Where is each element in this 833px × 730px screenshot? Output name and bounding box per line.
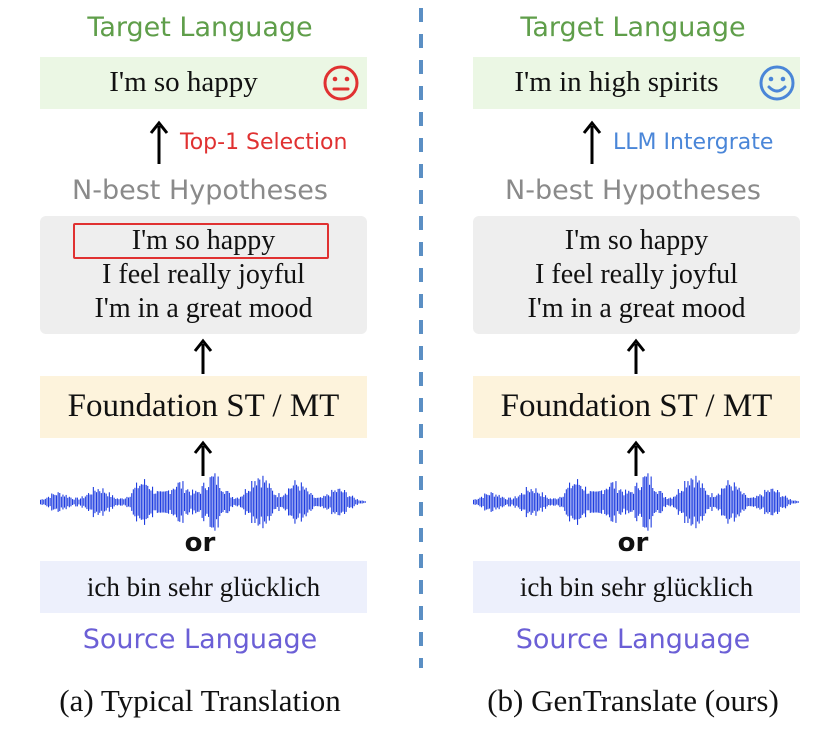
source-text-box bbox=[473, 561, 800, 613]
up-arrow-icon bbox=[193, 440, 213, 476]
source-text-box bbox=[40, 561, 367, 613]
neutral-face-icon bbox=[323, 65, 359, 101]
up-arrow-icon bbox=[626, 440, 646, 476]
caption: (a) Typical Translation bbox=[59, 683, 341, 718]
hypotheses-box bbox=[40, 216, 367, 334]
speech-waveform-icon bbox=[40, 473, 366, 531]
source-language-label: Source Language bbox=[515, 624, 751, 655]
caption: (b) GenTranslate (ours) bbox=[487, 683, 779, 718]
up-arrow-icon bbox=[149, 120, 169, 164]
source-text: ich bin sehr glücklich bbox=[86, 572, 321, 602]
foundation-model-box bbox=[40, 376, 367, 438]
foundation-model-box bbox=[473, 376, 800, 438]
or-label: or bbox=[184, 528, 216, 558]
top1-selection-highlight bbox=[73, 223, 329, 259]
speech-waveform-icon bbox=[473, 473, 799, 531]
hypotheses-box bbox=[473, 216, 800, 334]
target-language-label: Target Language bbox=[87, 12, 313, 43]
or-label: or bbox=[617, 528, 649, 558]
dashed-divider bbox=[419, 8, 423, 668]
hypothesis-3: I'm in a great mood bbox=[527, 293, 746, 324]
smiling-face-icon bbox=[759, 65, 795, 101]
target-output-text: I'm so happy bbox=[109, 66, 258, 98]
source-text: ich bin sehr glücklich bbox=[519, 572, 754, 602]
top1-selection-label: Top-1 Selection bbox=[180, 130, 348, 155]
hypothesis-2: I feel really joyful bbox=[535, 259, 738, 290]
nbest-hypotheses-label: N-best Hypotheses bbox=[72, 175, 328, 206]
hypothesis-1: I'm so happy bbox=[564, 225, 709, 256]
up-arrow-icon bbox=[626, 338, 646, 374]
hypothesis-1: I'm so happy bbox=[131, 225, 276, 256]
target-output-text: I'm in high spirits bbox=[514, 66, 719, 98]
panel-typical-translation: Target Language I'm so happy Top-1 Selec… bbox=[0, 0, 400, 730]
hypothesis-3: I'm in a great mood bbox=[94, 293, 313, 324]
target-output-box bbox=[473, 57, 800, 109]
nbest-hypotheses-label: N-best Hypotheses bbox=[505, 175, 761, 206]
foundation-model-label: Foundation ST / MT bbox=[500, 388, 773, 424]
hypothesis-2: I feel really joyful bbox=[102, 259, 305, 290]
target-output-box bbox=[40, 57, 367, 109]
foundation-model-label: Foundation ST / MT bbox=[67, 388, 340, 424]
panel-gentranslate: Target Language I'm in high spirits LLM … bbox=[433, 0, 833, 730]
target-language-label: Target Language bbox=[520, 12, 746, 43]
llm-integrate-label: LLM Intergrate bbox=[613, 130, 774, 155]
up-arrow-icon bbox=[193, 338, 213, 374]
source-language-label: Source Language bbox=[82, 624, 318, 655]
up-arrow-icon bbox=[582, 120, 602, 164]
